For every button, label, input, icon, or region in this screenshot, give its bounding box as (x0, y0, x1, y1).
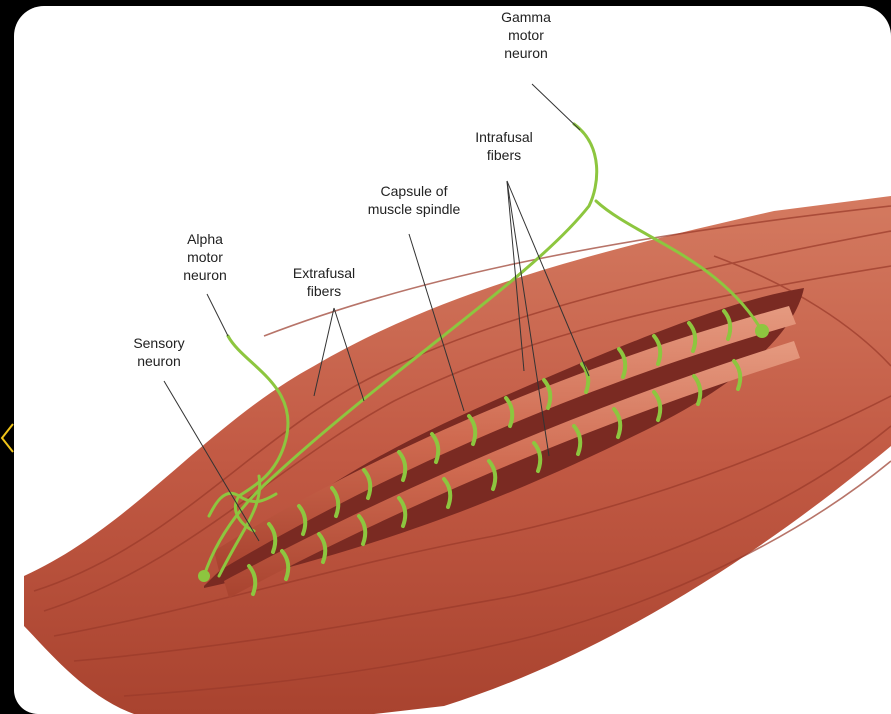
chevron-left-icon (0, 418, 14, 458)
